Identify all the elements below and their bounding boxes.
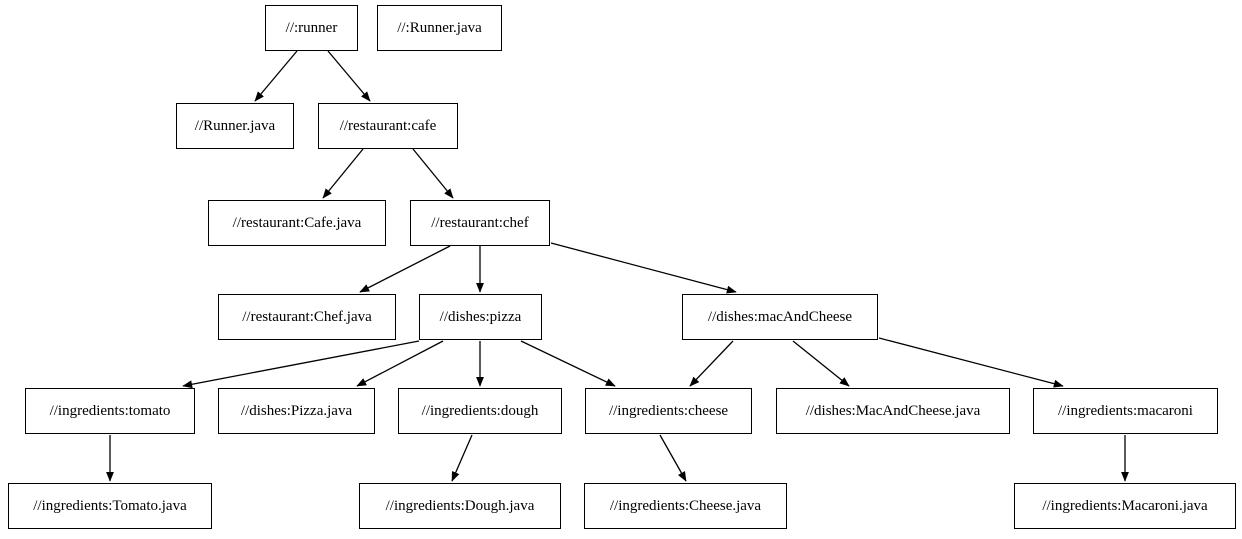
graph-node-root_runner_java[interactable]: //:Runner.java <box>377 5 502 51</box>
graph-node-label: //dishes:MacAndCheese.java <box>805 402 981 419</box>
graph-node-dishes_pizza_java[interactable]: //dishes:Pizza.java <box>218 388 375 434</box>
graph-node-ing_cheese_java[interactable]: //ingredients:Cheese.java <box>584 483 787 529</box>
graph-node-ing_dough[interactable]: //ingredients:dough <box>398 388 562 434</box>
graph-node-restaurant_chef_java[interactable]: //restaurant:Chef.java <box>218 294 396 340</box>
graph-node-label: //ingredients:Cheese.java <box>609 497 762 514</box>
graph-node-restaurant_cafe[interactable]: //restaurant:cafe <box>318 103 458 149</box>
graph-node-label: //:Runner.java <box>397 19 482 36</box>
graph-node-label: //ingredients:macaroni <box>1058 402 1193 419</box>
graph-node-ing_macaroni_java[interactable]: //ingredients:Macaroni.java <box>1014 483 1236 529</box>
graph-node-label: //restaurant:chef <box>431 214 529 231</box>
graph-node-label: //:runner <box>285 19 338 36</box>
graph-node-runner[interactable]: //:runner <box>265 5 358 51</box>
graph-node-label: //dishes:Pizza.java <box>240 402 353 419</box>
graph-node-label: //ingredients:dough <box>421 402 539 419</box>
graph-node-label: //dishes:pizza <box>439 308 522 325</box>
graph-node-label: //dishes:macAndCheese <box>707 308 853 325</box>
graph-node-label: //ingredients:tomato <box>49 402 171 419</box>
graph-node-ing_tomato_java[interactable]: //ingredients:Tomato.java <box>8 483 212 529</box>
graph-node-label: //ingredients:Macaroni.java <box>1042 497 1208 514</box>
graph-node-label: //ingredients:cheese <box>608 402 729 419</box>
graph-node-runner_java[interactable]: //Runner.java <box>176 103 294 149</box>
graph-node-label: //restaurant:Chef.java <box>242 308 372 325</box>
graph-node-ing_dough_java[interactable]: //ingredients:Dough.java <box>359 483 561 529</box>
graph-node-dishes_pizza[interactable]: //dishes:pizza <box>419 294 542 340</box>
graph-node-label: //ingredients:Tomato.java <box>33 497 187 514</box>
graph-node-dishes_macandcheese[interactable]: //dishes:macAndCheese <box>682 294 878 340</box>
graph-node-label: //restaurant:cafe <box>339 117 437 134</box>
graph-node-ing_macaroni[interactable]: //ingredients:macaroni <box>1033 388 1218 434</box>
graph-node-label: //restaurant:Cafe.java <box>232 214 362 231</box>
graph-node-restaurant_chef[interactable]: //restaurant:chef <box>410 200 550 246</box>
graph-node-label: //ingredients:Dough.java <box>385 497 535 514</box>
graph-node-label: //Runner.java <box>194 117 276 134</box>
graph-node-dishes_macandcheese_java[interactable]: //dishes:MacAndCheese.java <box>776 388 1010 434</box>
graph-node-restaurant_cafe_java[interactable]: //restaurant:Cafe.java <box>208 200 386 246</box>
graph-node-ing_tomato[interactable]: //ingredients:tomato <box>25 388 195 434</box>
graph-node-ing_cheese[interactable]: //ingredients:cheese <box>585 388 752 434</box>
